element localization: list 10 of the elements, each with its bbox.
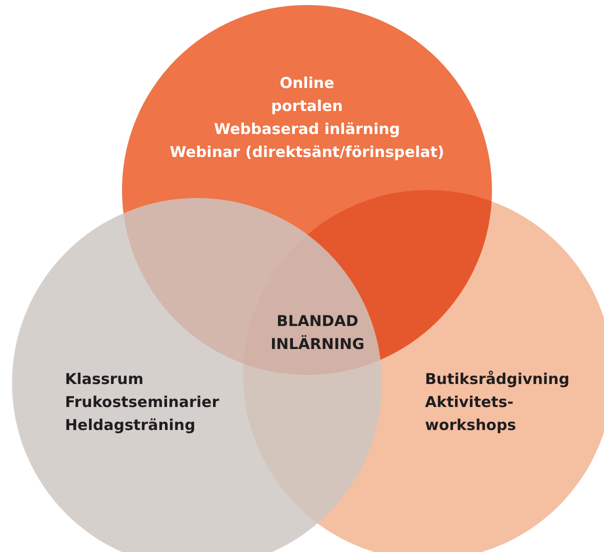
- circle-text: Heldagsträning: [65, 415, 196, 436]
- circle-text: portalen: [270, 96, 344, 117]
- circle-text: Webinar (direktsänt/förinspelat): [168, 142, 446, 163]
- circle-text: Webbaserad inlärning: [212, 119, 402, 140]
- circle-text: Frukostseminarier: [65, 392, 220, 413]
- circle-text: Butiksrådgivning: [425, 369, 570, 390]
- circle-text: Aktivitets-workshops: [425, 392, 518, 436]
- circle-text: Klassrum: [65, 369, 144, 390]
- center-label: BLANDAD INLÄRNING: [270, 311, 366, 355]
- circle-text: Online: [278, 73, 336, 94]
